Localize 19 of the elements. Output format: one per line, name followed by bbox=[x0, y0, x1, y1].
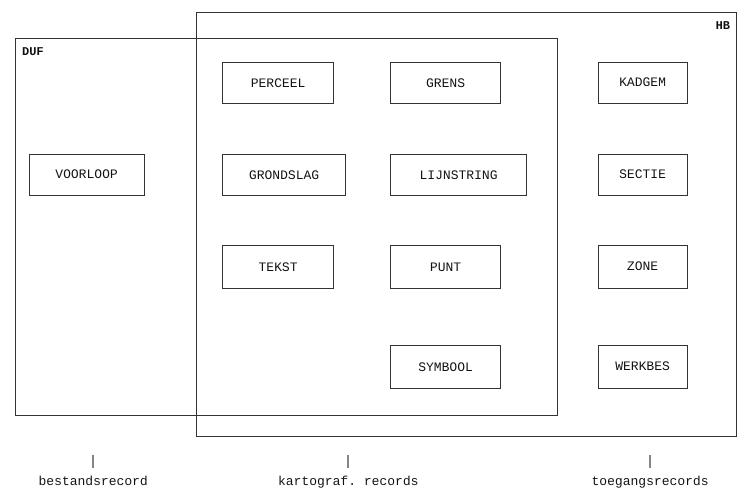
record-box: PERCEEL bbox=[222, 62, 334, 104]
group-title: DUF bbox=[22, 45, 44, 59]
record-box: TEKST bbox=[222, 245, 334, 289]
record-box: SECTIE bbox=[598, 154, 688, 196]
record-box: SYMBOOL bbox=[390, 345, 501, 389]
record-box: WERKBES bbox=[598, 344, 688, 388]
record-box: GRENS bbox=[390, 62, 501, 104]
group-frame bbox=[196, 12, 737, 437]
record-box: GRONDSLAG bbox=[222, 154, 346, 196]
category-label: bestandsrecord bbox=[38, 474, 148, 489]
record-box: LIJNSTRING bbox=[390, 154, 527, 196]
record-box: VOORLOOP bbox=[28, 154, 144, 196]
record-box: KADGEM bbox=[598, 62, 688, 104]
record-box: PUNT bbox=[390, 245, 501, 289]
group-title: HB bbox=[716, 19, 730, 33]
record-box: ZONE bbox=[598, 244, 688, 288]
group-frame bbox=[15, 38, 558, 416]
category-label: kartograf. records bbox=[278, 474, 418, 489]
category-label: toegangsrecords bbox=[592, 474, 709, 489]
